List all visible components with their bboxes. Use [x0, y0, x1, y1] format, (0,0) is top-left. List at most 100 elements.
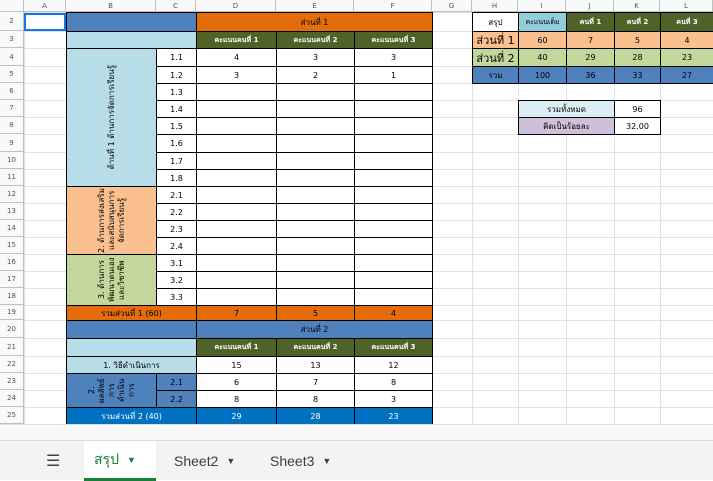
score-cell[interactable]: [276, 83, 355, 101]
score-cell[interactable]: [354, 254, 433, 272]
part2-title[interactable]: ส่วนที่ 2: [196, 320, 433, 339]
summary-scorer-value[interactable]: 28: [614, 48, 661, 67]
score-cell[interactable]: [354, 152, 433, 170]
part1-title[interactable]: ส่วนที่ 1: [196, 12, 433, 32]
summary-scorer-value[interactable]: 29: [566, 48, 615, 67]
part2-section2-label[interactable]: 2. ผลลัพธ์การดำเนินการ: [66, 373, 157, 408]
row-header-3[interactable]: 3: [0, 31, 24, 48]
score-cell[interactable]: 3: [196, 66, 277, 84]
score-cell[interactable]: [196, 237, 277, 255]
score-cell[interactable]: [276, 186, 355, 204]
summary-header-scorer[interactable]: คนที่ 1: [566, 12, 615, 32]
column-header-c[interactable]: C: [156, 0, 196, 12]
summary-header-scorer[interactable]: คนที่ 3: [660, 12, 713, 32]
score-cell[interactable]: 3: [354, 48, 433, 67]
score-cell[interactable]: [196, 271, 277, 289]
score-cell[interactable]: [196, 203, 277, 221]
row-header-25[interactable]: 25: [0, 407, 24, 424]
item-number[interactable]: 2.4: [156, 237, 197, 255]
part1-scorer-header[interactable]: คะแนนคนที่ 2: [276, 31, 355, 49]
row-header-2[interactable]: 2: [0, 12, 24, 31]
score-cell[interactable]: 15: [196, 356, 277, 374]
item-number[interactable]: 1.4: [156, 100, 197, 118]
row-header-24[interactable]: 24: [0, 390, 24, 407]
score-cell[interactable]: 2: [276, 66, 355, 84]
summary-total-full[interactable]: 100: [518, 66, 567, 84]
tab-sheet-summary[interactable]: สรุป▼: [84, 441, 156, 481]
column-header-a[interactable]: A: [24, 0, 66, 12]
part1-total-value[interactable]: 5: [276, 305, 355, 321]
row-header-19[interactable]: 19: [0, 305, 24, 320]
item-number[interactable]: 2.1: [156, 186, 197, 204]
summary-header-scorer[interactable]: คนที่ 2: [614, 12, 661, 32]
score-cell[interactable]: [354, 237, 433, 255]
column-header-j[interactable]: J: [566, 0, 614, 12]
column-header-l[interactable]: L: [660, 0, 713, 12]
score-cell[interactable]: [276, 152, 355, 170]
row-header-17[interactable]: 17: [0, 271, 24, 288]
column-header-i[interactable]: I: [518, 0, 566, 12]
score-cell[interactable]: [276, 271, 355, 289]
summary-header-label[interactable]: สรุป: [472, 12, 519, 32]
column-header-g[interactable]: G: [432, 0, 472, 12]
tab-sheet2[interactable]: Sheet2▼: [164, 441, 245, 481]
part2-total-value[interactable]: 23: [354, 407, 433, 424]
score-cell[interactable]: [354, 288, 433, 306]
score-cell[interactable]: 7: [276, 373, 355, 391]
score-cell[interactable]: [354, 203, 433, 221]
score-cell[interactable]: 4: [196, 48, 277, 67]
item-number[interactable]: 2.1: [156, 373, 197, 391]
item-number[interactable]: 1.3: [156, 83, 197, 101]
score-cell[interactable]: [276, 237, 355, 255]
percent-value[interactable]: 32.00: [614, 117, 661, 135]
score-cell[interactable]: [354, 169, 433, 187]
score-cell[interactable]: [354, 220, 433, 238]
part1-total-label[interactable]: รวมส่วนที่ 1 (60): [66, 305, 197, 321]
row-header-5[interactable]: 5: [0, 66, 24, 83]
summary-total-value[interactable]: 36: [566, 66, 615, 84]
part2-total-value[interactable]: 29: [196, 407, 277, 424]
column-header-d[interactable]: D: [196, 0, 276, 12]
row-header-21[interactable]: 21: [0, 338, 24, 356]
score-cell[interactable]: 3: [276, 48, 355, 67]
item-number[interactable]: 1.8: [156, 169, 197, 187]
summary-full-value[interactable]: 40: [518, 48, 567, 67]
summary-total-label[interactable]: รวม: [472, 66, 519, 84]
row-header-22[interactable]: 22: [0, 356, 24, 373]
score-cell[interactable]: [196, 117, 277, 135]
item-number[interactable]: 1.2: [156, 66, 197, 84]
row-header-18[interactable]: 18: [0, 288, 24, 305]
score-cell[interactable]: [276, 203, 355, 221]
row-header-20[interactable]: 20: [0, 320, 24, 338]
score-cell[interactable]: [354, 271, 433, 289]
section1-label[interactable]: ด้านที่ 1 ด้านการจัดการเรียนรู้: [66, 48, 157, 187]
part1-subheader-left[interactable]: [66, 31, 197, 49]
score-cell[interactable]: [354, 100, 433, 118]
score-cell[interactable]: [196, 186, 277, 204]
row-header-6[interactable]: 6: [0, 83, 24, 100]
score-cell[interactable]: 12: [354, 356, 433, 374]
part2-scorer-header[interactable]: คะแนนคนที่ 2: [276, 338, 355, 357]
row-header-15[interactable]: 15: [0, 237, 24, 254]
item-number[interactable]: 1.1: [156, 48, 197, 67]
summary-header-full[interactable]: คะแนนเต็ม: [518, 12, 567, 32]
column-header-e[interactable]: E: [276, 0, 354, 12]
item-number[interactable]: 2.3: [156, 220, 197, 238]
score-cell[interactable]: 13: [276, 356, 355, 374]
item-number[interactable]: 2.2: [156, 390, 197, 408]
score-cell[interactable]: [196, 288, 277, 306]
score-cell[interactable]: [196, 83, 277, 101]
score-cell[interactable]: 1: [354, 66, 433, 84]
part1-scorer-header[interactable]: คะแนนคนที่ 3: [354, 31, 433, 49]
grand-total-value[interactable]: 96: [614, 100, 661, 118]
item-number[interactable]: 2.2: [156, 203, 197, 221]
item-number[interactable]: 1.7: [156, 152, 197, 170]
chevron-down-icon[interactable]: ▼: [322, 456, 332, 466]
row-header-12[interactable]: 12: [0, 186, 24, 203]
score-cell[interactable]: [196, 254, 277, 272]
part1-total-value[interactable]: 7: [196, 305, 277, 321]
score-cell[interactable]: [276, 288, 355, 306]
score-cell[interactable]: 8: [196, 390, 277, 408]
chevron-down-icon[interactable]: ▼: [126, 454, 136, 465]
